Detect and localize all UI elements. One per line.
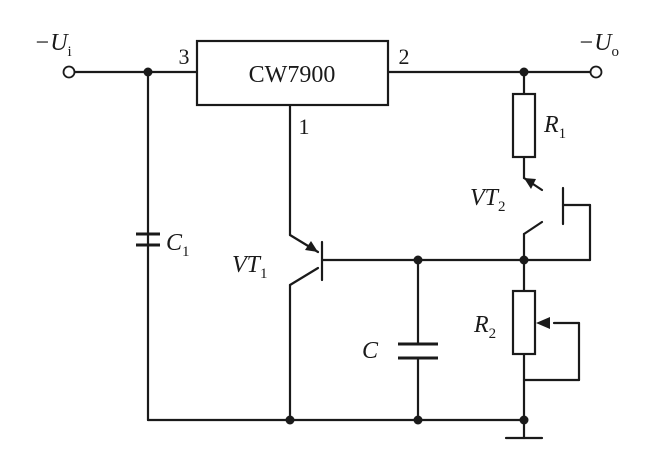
regulator-name: CW7900 [249,62,336,88]
r2-wiper-arrow [536,317,550,329]
input-terminal [62,65,76,79]
output-terminal [589,65,603,79]
junction-dots [143,67,529,425]
capacitor-c1 [136,232,160,247]
input-terminal-label: −Ui [34,30,72,60]
pin-1-label: 1 [299,114,310,139]
vt2-label: VT2 [470,185,506,215]
c1-label: C1 [166,230,190,260]
transistor-vt2 [524,178,565,226]
output-terminal-label: −Uo [578,30,619,60]
r1-label: R1 [543,112,566,142]
pin-2-label: 2 [399,44,410,69]
potentiometer-r2 [511,289,537,356]
vt1-label: VT1 [232,252,268,282]
r2-label: R2 [473,312,496,342]
transistor-vt1 [288,233,324,282]
resistor-r1 [511,92,537,159]
pin-3-label: 3 [179,44,190,69]
c-label: C [362,338,379,364]
regulator-chip [195,39,390,107]
capacitor-c [398,342,438,360]
